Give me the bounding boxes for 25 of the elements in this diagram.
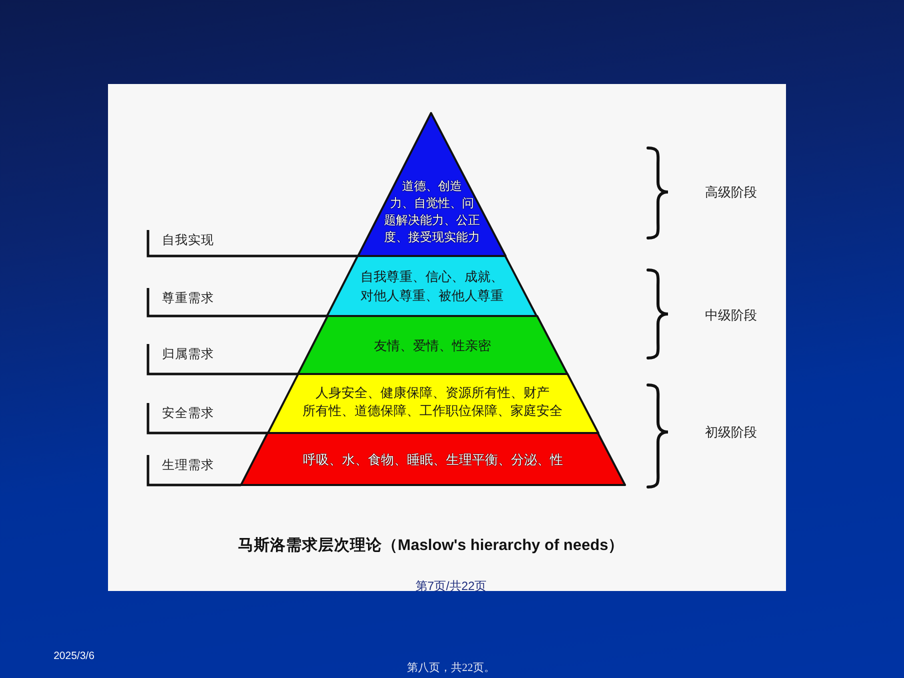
leader-line: [146, 344, 298, 376]
tier-text: 自我尊重、信心、成就、对他人尊重、被他人尊重: [360, 268, 505, 305]
stage-label: 初级阶段: [705, 424, 757, 440]
diagram-caption: 马斯洛需求层次理论（Maslow's hierarchy of needs）: [238, 536, 624, 556]
level-label: 归属需求: [148, 343, 218, 365]
tier-text: 道德、创造力、自觉性、问题解决能力、公正度、接受现实能力: [384, 179, 480, 244]
stage-label: 中级阶段: [705, 306, 757, 324]
tier-text: 呼吸、水、食物、睡眠、生理平衡、分泌、性: [302, 450, 564, 468]
leader-line: [146, 230, 358, 258]
page-number: 第7页/共22页: [415, 578, 487, 594]
leader-line: [146, 455, 241, 486]
slide-date: 2025/3/6: [54, 649, 94, 663]
level-label: 生理需求: [148, 454, 218, 476]
leader-line: [146, 288, 328, 318]
tier-text: 人身安全、健康保障、资源所有性、财产所有性、道德保障、工作职位保障、家庭安全: [302, 385, 563, 418]
stage-label: 高级阶段: [705, 184, 757, 200]
level-label: 尊重需求: [148, 287, 218, 309]
level-label: 自我实现: [148, 229, 218, 251]
page-footer-text: 第八页，共22页。: [407, 661, 495, 675]
leader-line: [146, 403, 268, 434]
level-label: 安全需求: [148, 402, 218, 424]
pyramid-tier: [358, 113, 506, 256]
tier-text: 友情、爱情、性亲密: [372, 336, 492, 354]
pyramid-tier: [241, 433, 625, 485]
pyramid-tier: [327, 256, 537, 316]
